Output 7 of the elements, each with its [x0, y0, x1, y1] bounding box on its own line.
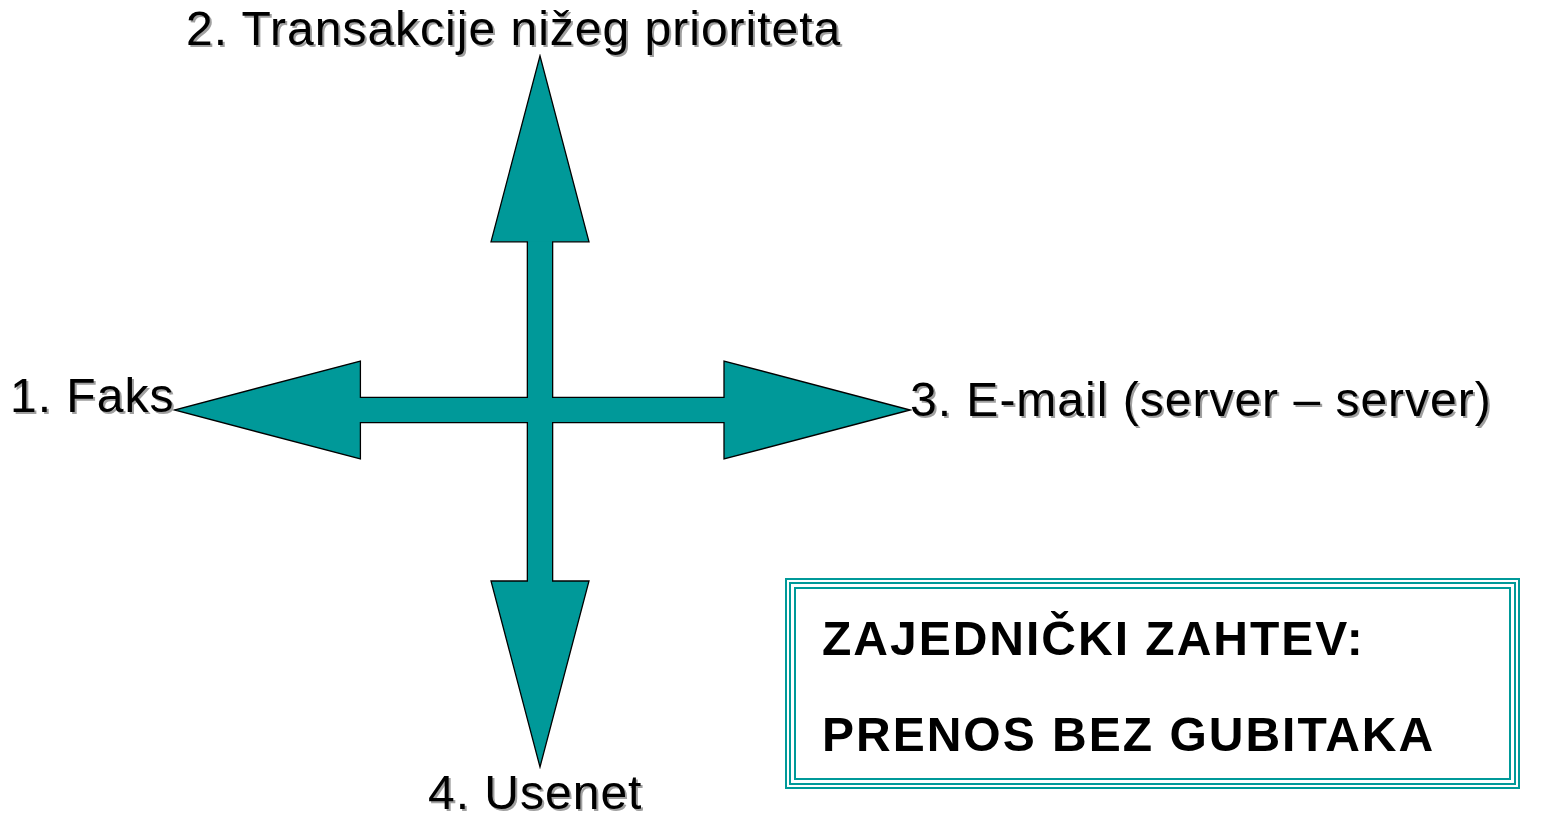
requirement-text: ZAJEDNIČKI ZAHTEV:: [822, 611, 1365, 666]
direction-label: 4. Usenet: [428, 767, 643, 820]
requirement-box: [785, 578, 1520, 789]
requirement-text: PRENOS BEZ GUBITAKA: [822, 707, 1436, 762]
direction-label: 3. E-mail (server – server): [910, 374, 1492, 427]
direction-label: 1. Faks: [10, 370, 175, 423]
direction-label: 2. Transakcije nižeg prioriteta: [186, 3, 842, 56]
